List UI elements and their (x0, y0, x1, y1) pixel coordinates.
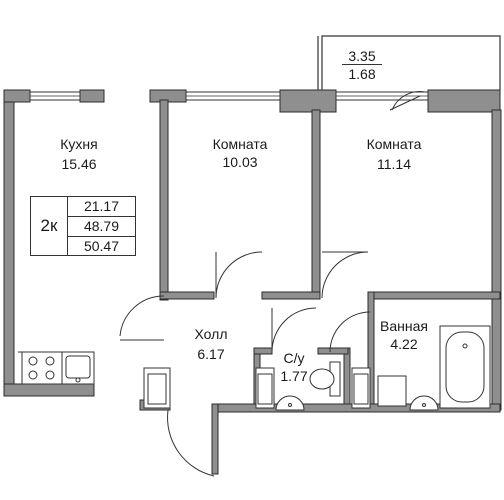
wall-wc-top (253, 347, 273, 355)
bath-sink (409, 395, 439, 411)
hall-area: 6.17 (197, 346, 225, 362)
wall-top-1 (3, 89, 31, 103)
wall-room1-bottom (159, 291, 215, 300)
toilet (309, 361, 341, 397)
kitchen-label: Кухня (60, 136, 98, 152)
wc-sink (275, 395, 305, 411)
wc-area: 1.77 (280, 368, 308, 384)
total-area: 48.79 (68, 217, 135, 237)
wall-room2-bottom (367, 291, 501, 300)
wall-right (491, 109, 502, 411)
bath-area: 4.22 (390, 336, 418, 352)
wall-wc-right (343, 347, 351, 411)
washing-machine (377, 375, 407, 407)
door-bath (329, 311, 371, 353)
wall-room-room (311, 109, 321, 296)
wall-top-4 (279, 89, 337, 113)
stove (21, 351, 63, 385)
room2-label: Комната (366, 136, 422, 152)
door-room1 (215, 251, 263, 299)
balcony (317, 35, 501, 90)
bathtub (439, 325, 491, 409)
door-room2 (321, 251, 369, 299)
wc-label: С/у (283, 350, 305, 366)
hall-label: Холл (194, 326, 228, 342)
living-area: 21.17 (68, 197, 135, 217)
room1-label: Комната (212, 136, 268, 152)
room1-area: 10.03 (222, 154, 258, 170)
wall-top-5 (427, 89, 501, 113)
kitchen-sink (61, 351, 95, 385)
bath-label: Ванная (380, 318, 428, 334)
wall-top-2 (79, 89, 105, 103)
balcony-divider (342, 64, 382, 65)
total-area-with-balcony: 50.47 (83, 238, 120, 254)
kitchen-area: 15.46 (61, 156, 97, 172)
wall-left (3, 91, 15, 397)
apartment-type: 2к (31, 197, 68, 255)
wall-bottom-left (3, 383, 95, 397)
door-wc (271, 307, 317, 353)
wall-entry (211, 403, 219, 475)
apartment-badge: 2к 21.17 48.79 50.47 (30, 196, 136, 256)
balcony-door (389, 91, 426, 111)
wall-room1-bottom-2 (261, 291, 321, 300)
door-entry (167, 409, 215, 477)
door-hall-kitchen (119, 295, 165, 341)
wall-wc-top-r (317, 347, 349, 355)
wall-kitchen-room (159, 99, 169, 301)
balcony-area-full: 3.35 (348, 48, 376, 64)
room2-area: 11.14 (377, 156, 411, 172)
balcony-area-reduced: 1.68 (348, 66, 376, 82)
